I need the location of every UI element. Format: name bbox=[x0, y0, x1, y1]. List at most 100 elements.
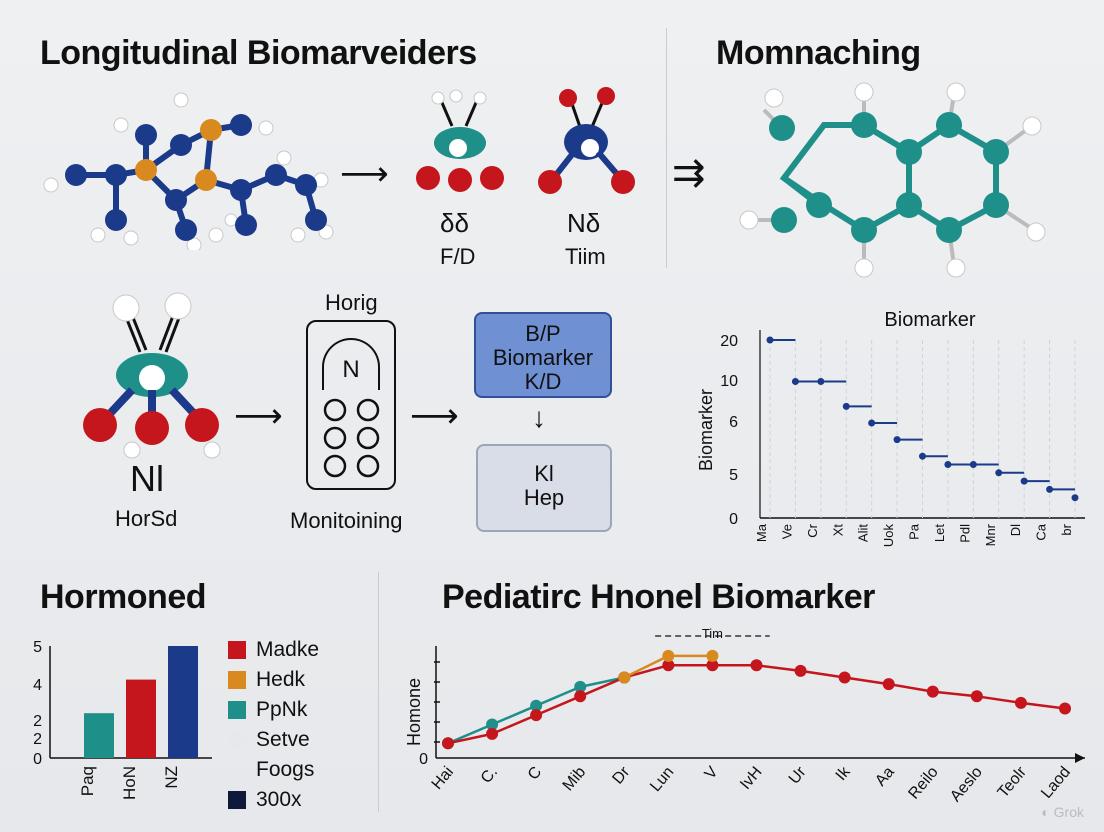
device-top-label: Horig bbox=[325, 290, 378, 315]
chart1-ytick: 0 bbox=[729, 511, 738, 528]
device-arch bbox=[322, 338, 380, 390]
chart1-point bbox=[1020, 477, 1028, 485]
arrow-right-1: ⟶ bbox=[340, 155, 389, 193]
chart3-ytick-zero: 0 bbox=[419, 751, 428, 768]
chart3-xtick: Aeslo bbox=[947, 764, 986, 806]
chart1-xtick: Ve bbox=[779, 524, 794, 539]
chart1-point bbox=[868, 419, 876, 427]
chart1-xtick: Let bbox=[932, 524, 947, 542]
chart1-xtick: Xt bbox=[830, 524, 845, 537]
chart3-point bbox=[882, 678, 895, 691]
chart1-point bbox=[944, 461, 952, 468]
legend-swatch bbox=[228, 671, 246, 689]
chart3-xtick: Laod bbox=[1038, 764, 1074, 802]
chart1-point bbox=[817, 378, 825, 385]
chart3-xtick: IvH bbox=[737, 764, 765, 793]
chart1-ytick: 5 bbox=[729, 467, 738, 484]
chart3-xtick: Lun bbox=[647, 764, 677, 795]
hep-box: Kl Hep bbox=[476, 444, 612, 532]
monitoring-device: N bbox=[306, 320, 396, 490]
chart3-x-axis-arrow bbox=[1075, 753, 1085, 763]
label-tiim: Tiim bbox=[565, 244, 606, 269]
arrow-down-icon: ↓ bbox=[532, 402, 546, 433]
legend-label: Madke bbox=[256, 638, 320, 661]
chart3-xtick: Ik bbox=[833, 763, 855, 784]
title-top-right: Momnaching bbox=[716, 34, 921, 72]
chart3-xtick: Mib bbox=[560, 764, 590, 795]
hep-box-line2: Hep bbox=[523, 485, 565, 510]
device-bottom-label: Monitoining bbox=[290, 508, 403, 533]
chart3-xtick: Dr bbox=[609, 763, 633, 787]
legend-swatch bbox=[228, 791, 246, 809]
molecule-horsd bbox=[83, 292, 221, 459]
legend-swatch bbox=[228, 641, 246, 659]
chart3-series-segment bbox=[491, 704, 537, 726]
chart1-xtick: Pa bbox=[907, 523, 922, 540]
chart1-xtick: Ca bbox=[1034, 523, 1049, 540]
biomarker-box-line1: B/P bbox=[525, 321, 561, 346]
chart3-series-segment bbox=[447, 723, 493, 745]
chart3-xtick: C. bbox=[478, 764, 501, 787]
chart3-series-segment bbox=[756, 664, 801, 673]
chart3-xtick: Aa bbox=[872, 764, 898, 790]
device-glyph: N bbox=[342, 356, 360, 383]
chart3-xtick: Hai bbox=[429, 764, 457, 793]
legend-swatch bbox=[228, 731, 246, 749]
molecule-naphthalene bbox=[739, 82, 1046, 278]
chart3-series-segment bbox=[623, 654, 669, 679]
chart3-point bbox=[706, 649, 719, 662]
chart1-ylabel: Biomarker bbox=[696, 389, 716, 471]
chart3-point bbox=[618, 671, 631, 684]
chart2-ytick: 0 bbox=[33, 751, 42, 768]
chart1-title: Biomarker bbox=[884, 309, 975, 331]
chart2-ytick: 2 bbox=[33, 713, 42, 730]
biomarker-box: B/P Biomarker K/D bbox=[474, 312, 612, 398]
chart3-series-segment bbox=[535, 685, 581, 707]
hep-box-line1: Kl bbox=[534, 461, 554, 486]
chart3-point bbox=[530, 709, 543, 722]
chart3-point bbox=[750, 659, 763, 672]
chart1-ytick: 20 bbox=[720, 333, 738, 350]
chart3-series-segment bbox=[800, 669, 845, 679]
chart2-ytick: 4 bbox=[33, 677, 42, 694]
label-tiim-symbols: Nδ bbox=[567, 208, 601, 238]
chart1-xtick: Pdl bbox=[957, 524, 972, 543]
legend-swatch bbox=[228, 701, 246, 719]
chart3-series-segment bbox=[888, 682, 933, 693]
chart3-series-segment bbox=[491, 713, 537, 736]
chart3-series-segment bbox=[447, 732, 493, 745]
chart3-series-segment bbox=[844, 676, 889, 686]
chart3-xtick: Teolr bbox=[995, 763, 1031, 801]
chart3-series-segment bbox=[623, 664, 669, 679]
chart3-xtick: Reilo bbox=[905, 764, 942, 803]
title-bottom-left: Hormoned bbox=[40, 578, 207, 616]
chart2-xtick: HoN bbox=[120, 766, 139, 800]
chart3-point bbox=[662, 659, 675, 672]
chart3-series-segment bbox=[1020, 701, 1066, 710]
chart2-bar bbox=[168, 646, 198, 758]
legend-label: Foogs bbox=[256, 758, 315, 781]
chart2-ytick: 2 bbox=[33, 731, 42, 748]
chart3-point bbox=[442, 737, 454, 750]
legend-label: Setve bbox=[256, 728, 310, 751]
arrow-right-3: ⟶ bbox=[410, 397, 459, 435]
chart1-xtick: Uok bbox=[881, 524, 896, 548]
chart3-series-segment bbox=[932, 690, 977, 698]
chart3-series-segment bbox=[976, 695, 1022, 705]
chart1-point bbox=[842, 402, 850, 410]
chart2-xtick: Paq bbox=[78, 766, 97, 796]
legend-item: Setve bbox=[228, 728, 310, 752]
chart1-xtick: Ma bbox=[754, 523, 769, 542]
chart3-series-segment bbox=[579, 676, 625, 689]
chart1-xtick: Mnr bbox=[983, 523, 998, 546]
chart3-xtick: Ur bbox=[786, 763, 810, 787]
chart1-point bbox=[893, 436, 901, 444]
chart1-xtick: br bbox=[1059, 523, 1074, 535]
watermark-logo: ◐ Grok bbox=[1041, 804, 1084, 820]
chart3-point bbox=[574, 690, 587, 703]
chart3-point bbox=[530, 699, 543, 712]
title-top-left: Longitudinal Biomarveiders bbox=[40, 34, 477, 72]
biomarker-box-line3: K/D bbox=[524, 369, 562, 394]
